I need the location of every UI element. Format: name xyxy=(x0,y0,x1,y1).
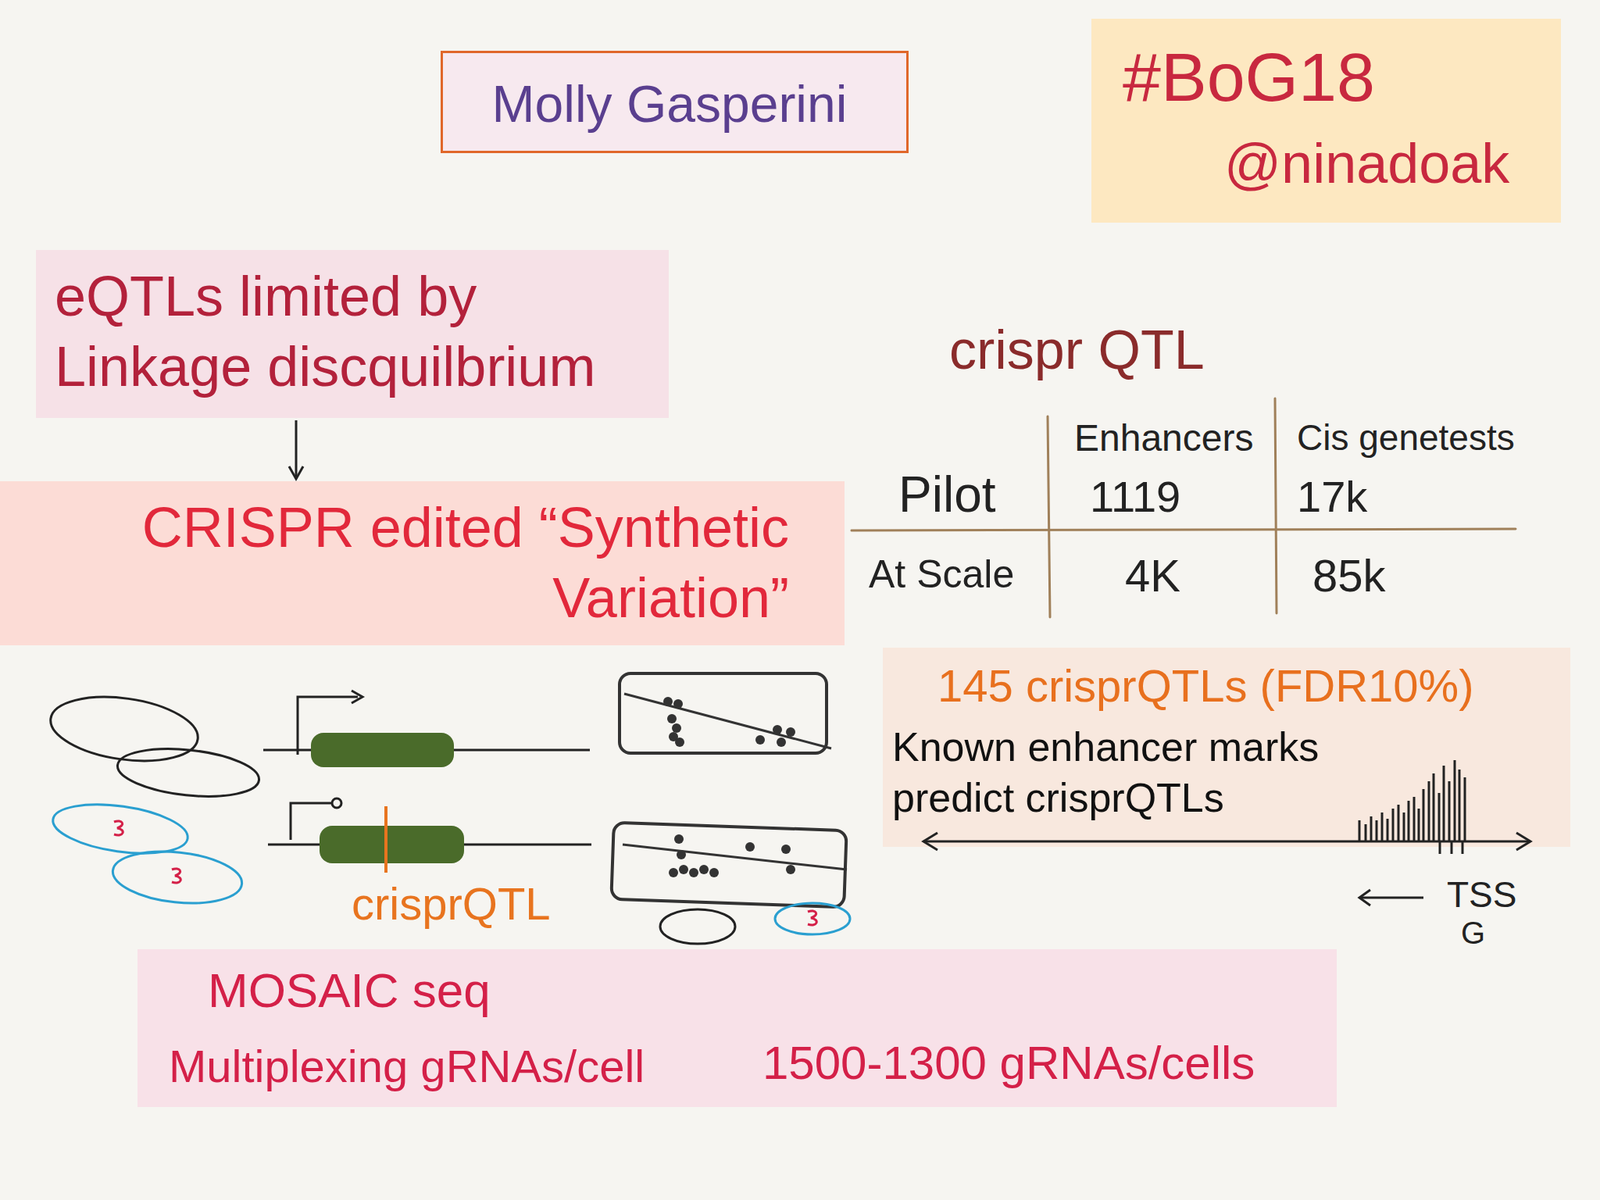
tss-arrow xyxy=(290,803,333,840)
chromatin-loops xyxy=(46,688,261,909)
connector-line xyxy=(295,420,298,479)
loop xyxy=(114,742,261,804)
connector-arrow xyxy=(289,420,304,479)
table-header: Cis genetests xyxy=(1296,417,1515,458)
dot xyxy=(785,864,796,875)
node-heading: #BoG18 xyxy=(1122,35,1375,119)
dot xyxy=(772,725,783,735)
dot xyxy=(673,699,683,709)
gene-body xyxy=(319,825,465,864)
node-heading: Molly Gasperini xyxy=(442,73,897,136)
trend-line xyxy=(624,693,832,749)
table-line xyxy=(1047,416,1050,618)
result-band: 145 crisprQTLs (FDR10%) Known enhancer ma… xyxy=(882,647,1571,847)
table-line xyxy=(1275,398,1277,614)
speaker-box: Molly Gasperini xyxy=(440,50,909,154)
table-header: Enhancers xyxy=(1074,417,1254,460)
trend-line xyxy=(622,844,847,870)
arrow-head xyxy=(332,798,342,808)
dot xyxy=(676,850,686,860)
node-text: @ninadoak xyxy=(1224,129,1510,197)
node-heading: 145 crisprQTLs (FDR10%) xyxy=(937,658,1474,714)
hashtag-box: #BoG18 @ninadoak xyxy=(1091,18,1561,223)
arrow-head xyxy=(351,690,363,704)
section-heading: crispr QTL xyxy=(949,320,1205,381)
axis-head xyxy=(1516,832,1531,850)
table-cell: 4K xyxy=(1125,550,1181,601)
cell xyxy=(660,909,736,944)
problem-band: eQTLs limited by Linkage discquilbrium xyxy=(35,250,669,418)
method-band: MOSAIC seqMultiplexing gRNAs/cell 1500-13… xyxy=(137,949,1337,1108)
plot-frame xyxy=(610,822,847,908)
crisprqtl-spikes xyxy=(1359,760,1465,854)
table-cell: 1119 xyxy=(1089,472,1181,522)
axis-line xyxy=(923,840,1531,843)
node-text: 1500-1300 gRNAs/cells xyxy=(762,1035,1255,1092)
dot xyxy=(709,867,719,878)
dot xyxy=(663,696,673,707)
dot xyxy=(755,735,765,745)
node-text: Known enhancer marks predict crisprQTLs xyxy=(892,721,1393,824)
scatter-plots xyxy=(610,673,847,908)
table-row-header: Pilot xyxy=(898,467,997,522)
dot xyxy=(674,834,684,844)
tss-pointer xyxy=(1359,889,1424,906)
dot xyxy=(667,714,677,724)
edited-loop xyxy=(50,796,191,861)
dot xyxy=(675,737,685,747)
edited-loop xyxy=(110,845,245,909)
solution-band: CRISPR edited “Synthetic Variation” xyxy=(0,481,845,646)
arrow-head xyxy=(1359,889,1371,906)
guide-squiggle xyxy=(114,821,123,836)
loop xyxy=(46,688,202,770)
edit-mark xyxy=(384,806,388,873)
axis-label: G xyxy=(1460,915,1486,950)
table-cell: 85k xyxy=(1312,550,1386,601)
dna-line xyxy=(263,749,590,752)
gene-tracks xyxy=(263,690,592,873)
dot xyxy=(668,867,679,878)
dot xyxy=(689,867,699,878)
dot xyxy=(699,864,709,875)
table-cell: 17k xyxy=(1296,472,1368,522)
node-text: Multiplexing gRNAs/cell xyxy=(168,1039,645,1094)
node-heading: MOSAIC seq xyxy=(207,961,491,1020)
edited-cell xyxy=(775,903,850,935)
guide-squiggle xyxy=(807,910,817,925)
dot xyxy=(785,727,796,737)
cell-legend xyxy=(660,903,850,944)
dot xyxy=(678,864,689,875)
dot xyxy=(671,723,682,733)
node-heading: eQTLs limited by Linkage discquilbrium xyxy=(54,260,657,402)
axis-head xyxy=(923,832,938,850)
table-grid xyxy=(851,398,1516,618)
table-row-header: At Scale xyxy=(868,553,1015,597)
gene-body xyxy=(310,732,454,768)
dot xyxy=(776,737,786,747)
arrow-head xyxy=(289,466,304,479)
table-line xyxy=(851,528,1516,531)
edit-label: crisprQTL xyxy=(351,878,551,929)
axis-label: TSS xyxy=(1446,875,1517,915)
tss-arrow xyxy=(297,696,358,755)
node-heading: CRISPR edited “Synthetic Variation” xyxy=(23,492,790,633)
dot xyxy=(668,732,679,742)
dna-line xyxy=(267,843,592,847)
dot xyxy=(745,842,755,852)
pointer-line xyxy=(1359,896,1424,900)
plot-frame xyxy=(619,673,827,754)
guide-squiggle xyxy=(171,868,181,883)
dot xyxy=(781,844,791,854)
